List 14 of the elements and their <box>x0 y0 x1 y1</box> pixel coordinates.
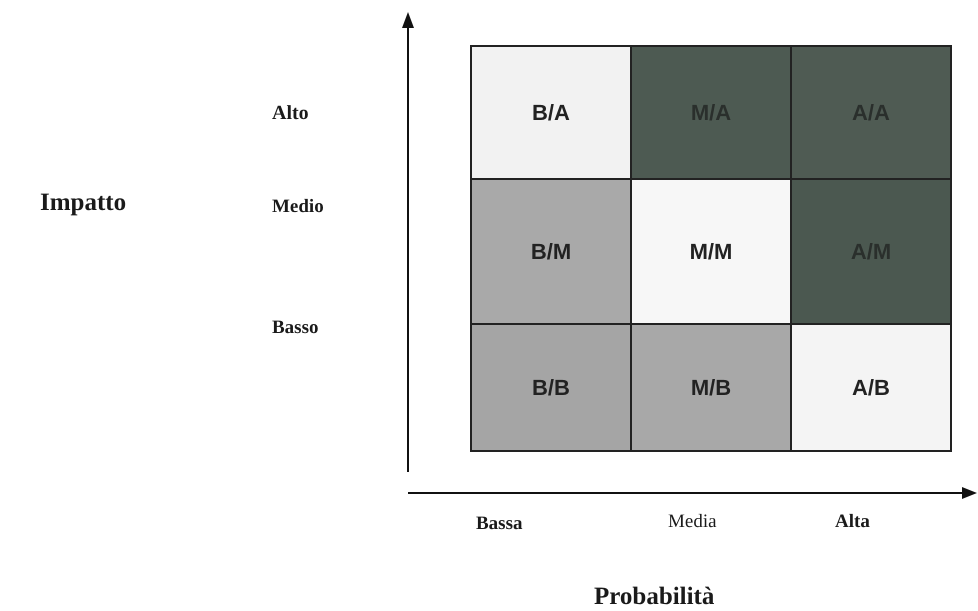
matrix-cell: B/B <box>470 323 632 452</box>
axis-label: Alta <box>835 510 870 534</box>
axis-label: Medio <box>272 195 324 219</box>
axis-label: Media <box>668 510 717 534</box>
axis-label: Impatto <box>40 188 126 218</box>
axis-label: Basso <box>272 316 318 340</box>
matrix-cell: M/B <box>630 323 792 452</box>
axis-label: Probabilità <box>594 582 714 611</box>
matrix-cell: A/B <box>790 323 952 452</box>
matrix-cell: B/M <box>470 178 632 325</box>
matrix-cell: B/A <box>470 45 632 180</box>
axis-label: Alto <box>272 101 309 126</box>
matrix-cell: M/M <box>630 178 792 325</box>
axis-label: Bassa <box>476 512 522 536</box>
